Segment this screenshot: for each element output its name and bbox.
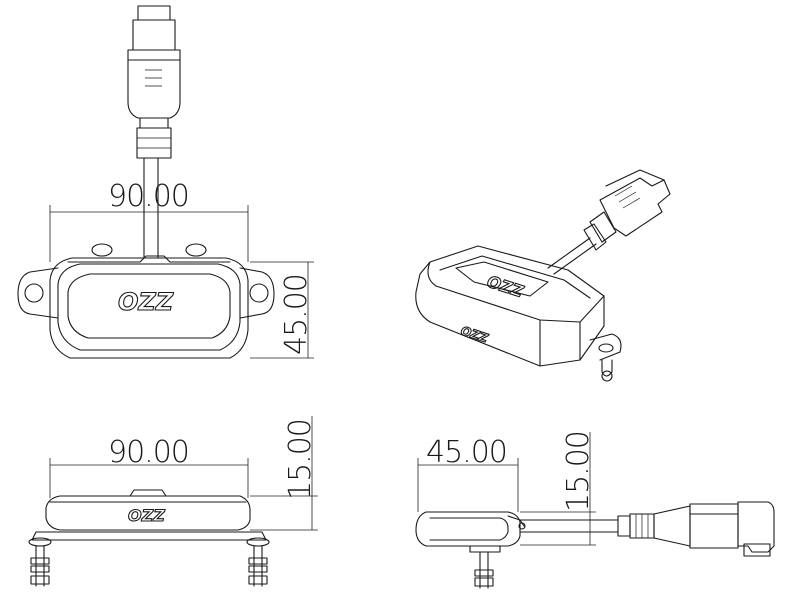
side-view-body (415, 511, 521, 547)
dimension-side-height: 15.00 (520, 431, 596, 546)
top-view-right-hole (249, 283, 269, 303)
side-view-connector (617, 501, 775, 557)
dimension-front-height: 15.00 (250, 416, 318, 531)
iso-view-connector (599, 177, 671, 237)
front-view-body (45, 495, 251, 531)
side-view: 45.00 15.00 (415, 431, 775, 589)
front-view-left-bolt (28, 537, 52, 587)
side-view-bolt (469, 545, 501, 589)
front-view-plate (31, 531, 267, 541)
dimension-label: 15.00 (283, 419, 318, 500)
top-view-body (49, 257, 249, 359)
dimension-front-width: 90.00 (49, 435, 249, 498)
dimension-top-width: 90.00 (49, 179, 249, 262)
top-view-left-ear (17, 267, 59, 319)
top-view-screw-left (91, 243, 113, 257)
front-view: 90.00 15.00 OZZ (28, 416, 318, 587)
dimension-top-height: 45.00 (250, 261, 314, 359)
iso-view-ear (589, 333, 622, 361)
iso-brand-logo-side: OZZ (459, 324, 490, 346)
dimension-label: 45.00 (426, 435, 507, 470)
dimension-side-width: 45.00 (417, 435, 519, 512)
iso-brand-logo: OZZ (485, 272, 526, 302)
iso-view-body (415, 245, 605, 367)
top-view-left-hole (24, 283, 44, 303)
top-view-right-ear (239, 267, 275, 319)
top-view-screw-right (185, 243, 207, 257)
front-view-right-bolt (246, 537, 270, 587)
dimension-label: 90.00 (108, 179, 189, 214)
front-brand-logo: OZZ (128, 506, 165, 525)
dimension-label: 45.00 (279, 274, 314, 355)
dimension-label: 90.00 (108, 435, 189, 470)
isometric-view: OZZ OZZ (415, 169, 671, 382)
top-view: OZZ 90.00 45.00 (17, 5, 314, 359)
top-view-connector (127, 5, 181, 259)
dimension-label: 15.00 (561, 431, 596, 512)
brand-logo: OZZ (118, 288, 174, 316)
